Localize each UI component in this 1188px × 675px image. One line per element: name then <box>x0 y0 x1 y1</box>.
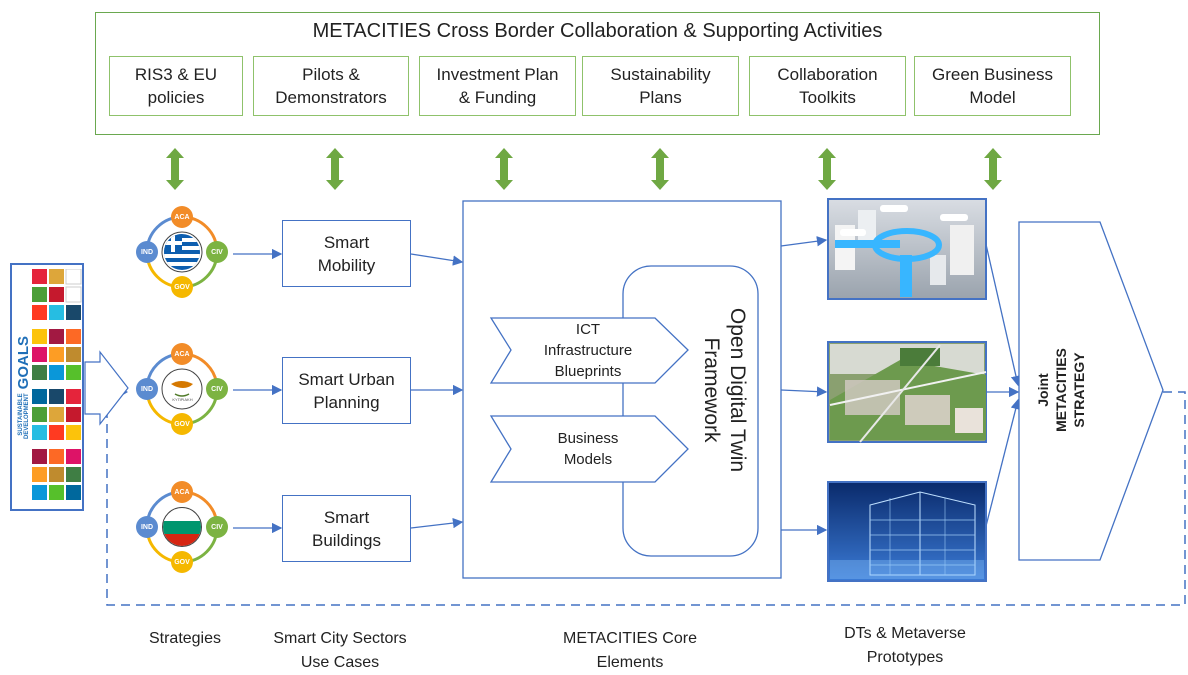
green-double-arrows <box>166 148 1002 190</box>
node-gov: GOV <box>171 276 193 298</box>
activity-pilots: Pilots & Demonstrators <box>253 56 409 116</box>
node-ind: IND <box>136 378 158 400</box>
node-ind: IND <box>136 241 158 263</box>
node-ind: IND <box>136 516 158 538</box>
activity-green-business: Green Business Model <box>914 56 1071 116</box>
strategy-ring-greece: ACA CIV GOV IND <box>135 205 230 300</box>
label-sectors: Smart City Sectors Use Cases <box>273 630 407 671</box>
feedback-loop <box>106 391 1186 606</box>
activity-investment: Investment Plan & Funding <box>419 56 576 116</box>
sdg-panel: SUSTAINABLE DEVELOPMENT GOALS <box>10 263 84 511</box>
node-gov: GOV <box>171 551 193 573</box>
business-chevron <box>489 415 689 483</box>
activity-ris3: RIS3 & EU policies <box>109 56 243 116</box>
label-strategies: Strategies <box>148 630 222 647</box>
framework-label: Open Digital Twin Framework <box>700 307 749 473</box>
node-aca: ACA <box>171 481 193 503</box>
business-models-label: Business Models <box>557 430 619 468</box>
node-civ: CIV <box>206 378 228 400</box>
prototype-urban-image <box>827 341 987 443</box>
node-gov: GOV <box>171 413 193 435</box>
sector-smart-mobility: Smart Mobility <box>282 220 411 287</box>
strategy-label: Joint METACITIES STRATEGY <box>1035 348 1087 432</box>
collaboration-box <box>95 12 1100 135</box>
strategy-ring-cyprus: ΚΥΠΡΙΑΚΗ ACA CIV GOV IND <box>135 342 230 437</box>
prototype-mobility-image <box>827 198 987 300</box>
strategy-arrows <box>233 236 1022 536</box>
sector-smart-urban-planning: Smart Urban Planning <box>282 357 411 424</box>
node-aca: ACA <box>171 343 193 365</box>
node-civ: CIV <box>206 516 228 538</box>
sdg-label: SUSTAINABLE DEVELOPMENT <box>17 392 30 439</box>
node-civ: CIV <box>206 241 228 263</box>
sector-smart-buildings: Smart Buildings <box>282 495 411 562</box>
collaboration-title: METACITIES Cross Border Collaboration & … <box>312 20 883 42</box>
strategy-chevron <box>1018 221 1164 561</box>
label-core-elements: METACITIES Core Elements <box>563 630 697 671</box>
node-aca: ACA <box>171 206 193 228</box>
activity-sustainability: Sustainability Plans <box>582 56 739 116</box>
prototype-building-image <box>827 481 987 582</box>
sdg-goals-word: GOALS <box>14 335 32 389</box>
cyprus-flag-text: ΚΥΠΡΙΑΚΗ <box>172 397 193 402</box>
ict-blueprints-label: ICT Infrastructure Blueprints <box>543 321 633 380</box>
activity-collaboration: Collaboration Toolkits <box>749 56 906 116</box>
sdg-tiles <box>32 269 82 500</box>
ict-chevron <box>489 317 689 384</box>
label-prototypes: DTs & Metaverse Prototypes <box>844 625 966 666</box>
strategy-ring-bulgaria: ACA CIV GOV IND <box>135 480 230 575</box>
sdg-arrow <box>84 350 129 426</box>
